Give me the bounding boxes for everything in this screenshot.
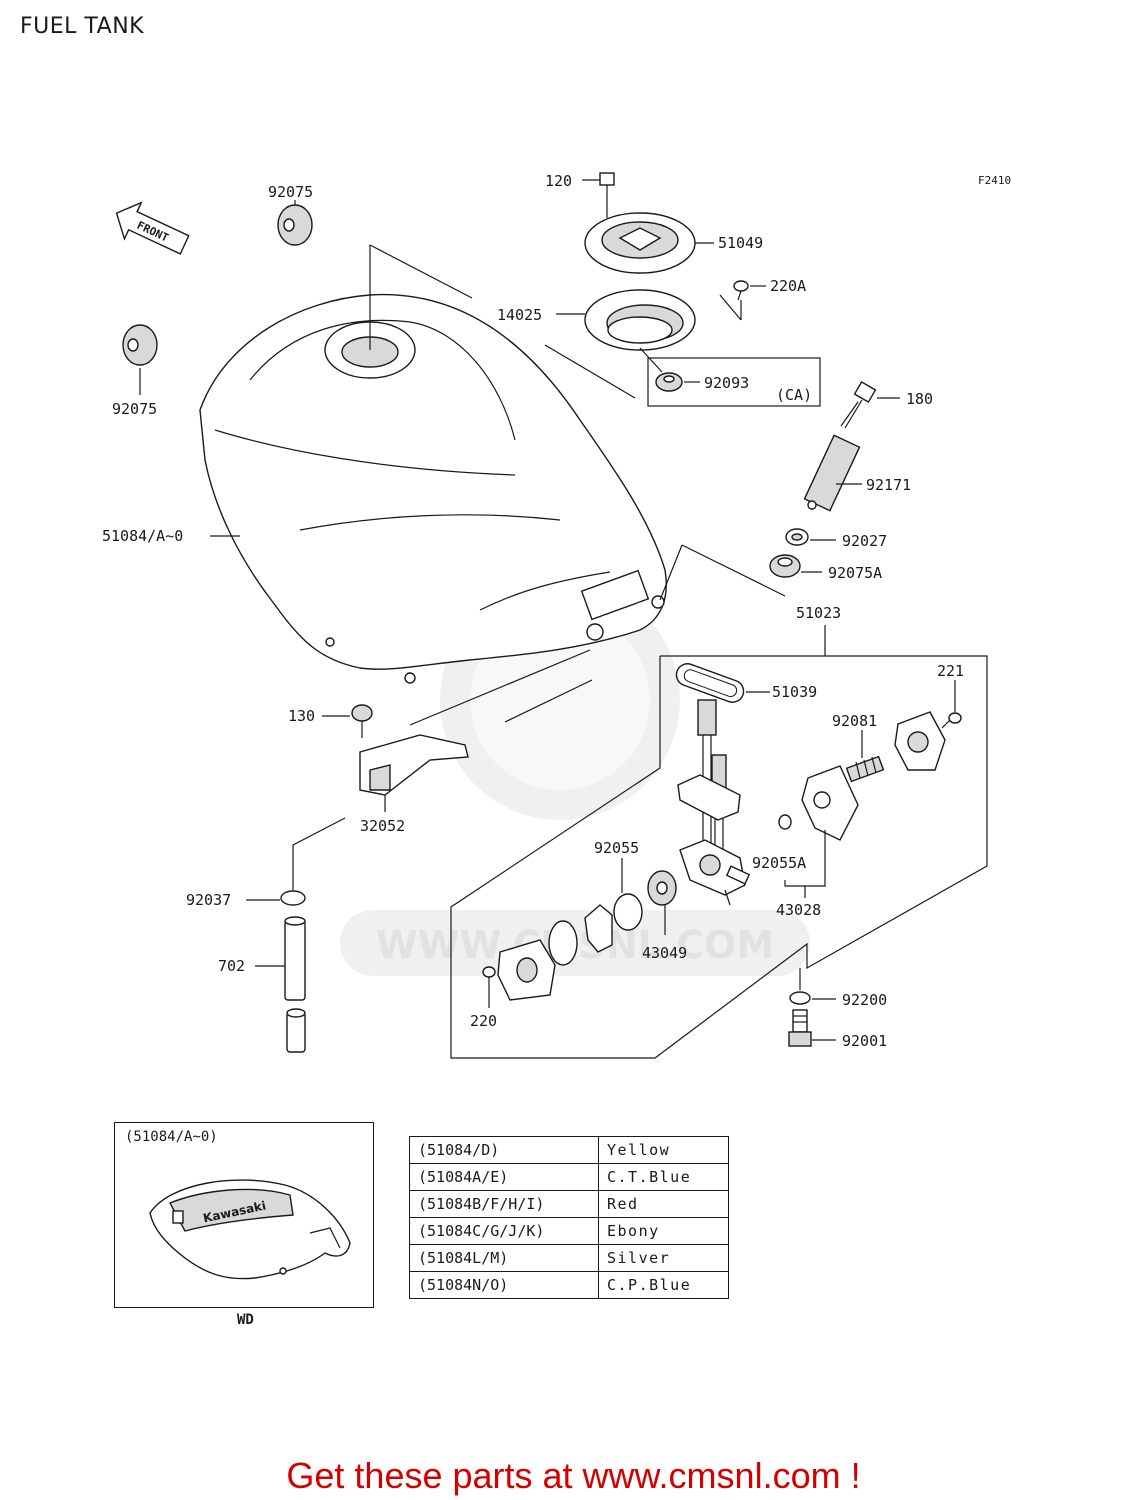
variant-color: C.T.Blue	[598, 1163, 729, 1191]
variant-color: Red	[598, 1190, 729, 1218]
rubber-damper-left	[122, 324, 158, 395]
callout-180: 180	[906, 390, 933, 408]
bolt-180	[840, 380, 877, 429]
fuel-tank-body	[199, 293, 667, 684]
callout-14025: 14025	[497, 306, 542, 324]
decal-tank-drawing: Kawasaki	[149, 1179, 351, 1280]
variant-code: (51084C/G/J/K)	[409, 1217, 599, 1245]
table-row: (51084C/G/J/K)Ebony	[409, 1217, 729, 1245]
damper-92075A	[769, 554, 801, 578]
callout-32052: 32052	[360, 817, 405, 835]
callout-220: 220	[470, 1012, 497, 1030]
inset-caption: WD	[237, 1312, 254, 1328]
bolt-120	[599, 172, 615, 218]
strainer	[497, 904, 613, 1001]
oring-92055A	[778, 814, 792, 830]
callout-120: 120	[545, 172, 572, 190]
callout-92093: 92093	[704, 374, 749, 392]
callout-92075-left: 92075	[112, 400, 157, 418]
table-row: (51084A/E)C.T.Blue	[409, 1163, 729, 1191]
callout-702: 702	[218, 957, 245, 975]
screw-221	[941, 712, 962, 729]
grommet-92093	[655, 372, 683, 392]
callout-92081: 92081	[832, 712, 877, 730]
callout-51023: 51023	[796, 604, 841, 622]
variant-code: (51084B/F/H/I)	[409, 1190, 599, 1218]
figure-code: F2410	[978, 174, 1011, 187]
inset-label: (51084/A~0)	[125, 1129, 218, 1145]
variant-color: Silver	[598, 1244, 729, 1272]
callout-CA: (CA)	[776, 386, 812, 404]
page-title: FUEL TANK	[20, 14, 145, 39]
table-row: (51084L/M)Silver	[409, 1244, 729, 1272]
table-row: (51084/D)Yellow	[409, 1136, 729, 1164]
fuel-cock-body	[677, 699, 751, 906]
front-arrow-icon: FRONT	[115, 201, 190, 255]
cover-plate	[894, 711, 946, 771]
callout-92001: 92001	[842, 1032, 887, 1050]
callout-92075A: 92075A	[828, 564, 882, 582]
clip-92037	[280, 890, 306, 906]
bracket-32052	[359, 734, 469, 796]
decal-inset: (51084/A~0) Kawasaki	[114, 1122, 374, 1308]
callout-92075-upper: 92075	[268, 183, 313, 201]
callout-51049: 51049	[718, 234, 763, 252]
bracket-92171	[803, 434, 861, 512]
variant-color: C.P.Blue	[598, 1271, 729, 1299]
callout-92200: 92200	[842, 991, 887, 1009]
gasket-51039	[675, 663, 745, 703]
ca-variant-box	[647, 357, 821, 407]
table-row: (51084N/O)C.P.Blue	[409, 1271, 729, 1299]
callout-130: 130	[288, 707, 315, 725]
callout-43049: 43049	[642, 944, 687, 962]
callout-92055: 92055	[594, 839, 639, 857]
variant-code: (51084N/O)	[409, 1271, 599, 1299]
assembly-bracket-51023	[450, 655, 988, 1059]
washer-92200	[789, 991, 811, 1005]
cap-base-14025	[584, 289, 696, 351]
variant-code: (51084A/E)	[409, 1163, 599, 1191]
bolt-130	[351, 704, 373, 738]
callout-221: 221	[937, 662, 964, 680]
table-row: (51084B/F/H/I)Red	[409, 1190, 729, 1218]
callout-220A: 220A	[770, 277, 806, 295]
shop-link[interactable]: Get these parts at www.cmsnl.com !	[286, 1455, 861, 1496]
callout-92055A: 92055A	[752, 854, 806, 872]
callout-51039: 51039	[772, 683, 817, 701]
variant-color: Yellow	[598, 1136, 729, 1164]
fuel-cap-51049	[584, 212, 696, 274]
variant-code: (51084/D)	[409, 1136, 599, 1164]
callout-51084: 51084/A~0	[102, 527, 183, 545]
screw-220	[482, 966, 496, 1008]
callout-92037: 92037	[186, 891, 231, 909]
spring-92081	[845, 755, 885, 783]
diaphragm-plate	[801, 765, 859, 841]
valve-43049	[647, 870, 677, 906]
callout-92171: 92171	[866, 476, 911, 494]
callout-92027: 92027	[842, 532, 887, 550]
color-variant-table: (51084/D)Yellow (51084A/E)C.T.Blue (5108…	[409, 1136, 729, 1299]
callout-43028: 43028	[776, 901, 821, 919]
rubber-damper-upper	[277, 200, 313, 246]
variant-color: Ebony	[598, 1217, 729, 1245]
oring-92055	[613, 893, 643, 931]
screw-220A	[733, 280, 749, 301]
hose-702	[284, 916, 306, 1053]
collar-92027	[785, 528, 809, 546]
bolt-92001	[788, 1009, 812, 1047]
variant-code: (51084L/M)	[409, 1244, 599, 1272]
